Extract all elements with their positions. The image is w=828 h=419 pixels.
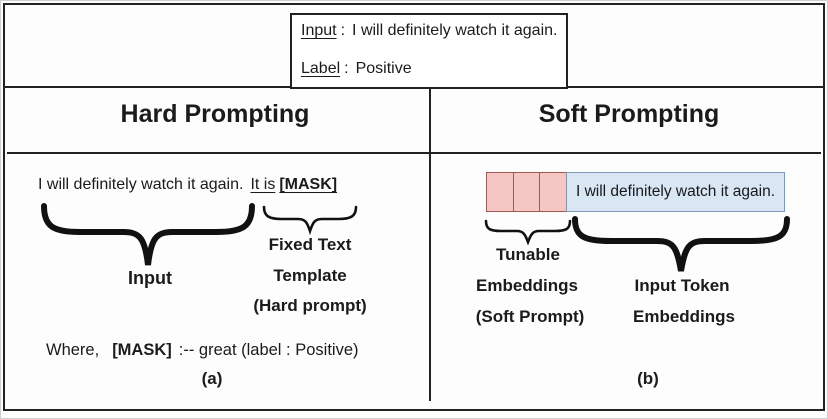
where-mask: [MASK] [112, 341, 172, 359]
tunable-caption-line1: Tunable [496, 245, 560, 264]
template-brace [262, 205, 358, 235]
example-label-separator: : [344, 60, 349, 77]
where-suffix: :-- great (label : Positive) [178, 341, 359, 359]
where-prefix: Where, [46, 341, 100, 359]
example-label-row: Label: Positive [301, 60, 557, 78]
template-caption-line2: Template [273, 266, 347, 285]
input-token-brace [572, 216, 790, 272]
tunable-cell [539, 172, 567, 212]
embedding-text: I will definitely watch it again. [575, 183, 775, 200]
header-bottom-divider [7, 152, 821, 154]
panel-divider [429, 87, 431, 401]
tunable-caption-line3: (Soft Prompt) [475, 307, 585, 326]
tunable-caption-line2: Embeddings [475, 276, 579, 295]
soft-prompting-header: Soft Prompting [538, 100, 720, 128]
hard-template-text: It is[MASK] [250, 176, 337, 193]
tunable-cell [486, 172, 514, 212]
input-token-embedding-box: I will definitely watch it again. [566, 172, 785, 212]
example-input-value: I will definitely watch it again. [352, 22, 558, 39]
example-input-row: Input: I will definitely watch it again. [301, 22, 557, 40]
example-label-label: Label [301, 60, 341, 77]
tunable-brace [484, 219, 572, 245]
panel-b-caption: (b) [637, 369, 659, 388]
hard-template-mask: [MASK] [279, 176, 338, 193]
input-token-caption-line1: Input Token [634, 276, 730, 295]
hard-prompt-sentence: I will definitely watch it again. It is[M… [38, 176, 337, 194]
embedding-row: I will definitely watch it again. [486, 172, 785, 212]
example-box: Input:I will definitely watch it again. … [290, 13, 568, 89]
panel-a-caption: (a) [201, 369, 223, 388]
tunable-cell [512, 172, 541, 212]
hard-prompting-header: Hard Prompting [120, 100, 310, 128]
hard-template-prefix: It is [250, 176, 276, 193]
tunable-cells [486, 172, 567, 212]
mask-definition-line: Where, [MASK] :-- great (label : Positive) [46, 341, 359, 360]
hard-input-text: I will definitely watch it again. [38, 176, 244, 193]
input-brace-label: Input [128, 268, 172, 288]
figure-border [3, 3, 825, 411]
template-caption-line1: Fixed Text [268, 235, 352, 254]
example-input-separator: : [340, 22, 346, 39]
input-token-caption-line2: Embeddings [632, 307, 736, 326]
example-input-label: Input [301, 22, 337, 39]
template-caption-line3: (Hard prompt) [253, 296, 367, 315]
input-brace [41, 203, 255, 266]
example-label-value: Positive [355, 60, 412, 77]
